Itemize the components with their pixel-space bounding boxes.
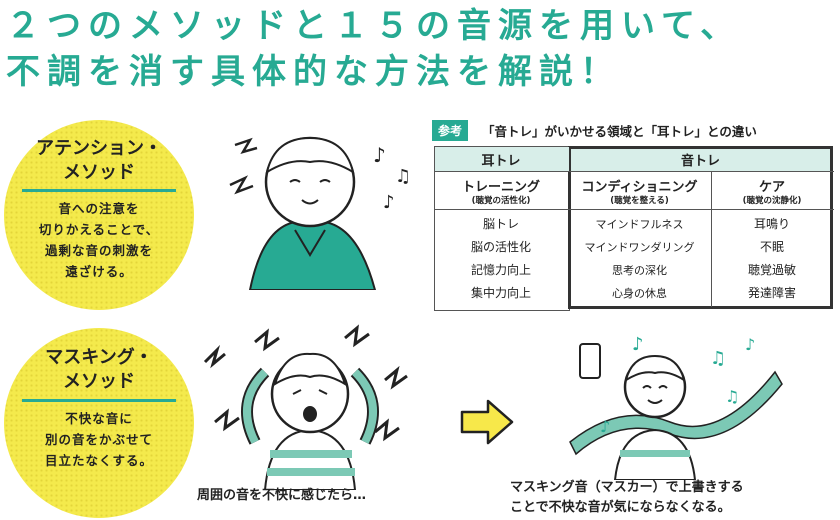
noise-zigzag-icon	[203, 344, 226, 369]
masking-title-line2: メソッド	[63, 371, 135, 392]
noise-zigzag-icon	[229, 175, 254, 195]
caption-masking-line1: マスキング音（マスカー）で上書きする	[510, 480, 744, 495]
music-note-icon: ♪	[632, 334, 644, 355]
music-note-icon: ♫	[725, 387, 739, 406]
reference-caption: 「音トレ」がいかせる領域と「耳トレ」との違い	[482, 124, 757, 139]
headline-line1: ２つのメソッドと１５の音源を用いて、	[6, 6, 742, 46]
table-cell: 思考の深化	[612, 264, 667, 277]
noise-zigzag-icon	[344, 324, 370, 348]
col2-subtitle: (聴覚を整える)	[610, 196, 669, 206]
masking-divider	[22, 399, 176, 402]
person-listening-illustration: ♪ ♫ ♪	[229, 136, 411, 290]
noise-zigzag-icon	[374, 418, 400, 442]
comparison-table: 耳トレ 音トレ トレーニング (聴覚の活性化) コンディショニング (聴覚を整え…	[434, 146, 834, 311]
music-note-icon: ♪	[600, 417, 610, 436]
table-cell: 心身の休息	[612, 287, 667, 300]
noise-zigzag-icon	[234, 137, 258, 155]
attention-title-line1: アテンション・	[36, 138, 162, 159]
music-note-icon: ♪	[383, 192, 395, 213]
reference-badge: 参考	[432, 120, 469, 141]
masking-sound-illustration: ♪ ♫ ♪ ♪ ♫	[569, 334, 783, 480]
attention-desc-line: 遠ざける。	[65, 264, 133, 279]
caption-noise-discomfort: 周囲の音を不快に感じたら…	[197, 488, 367, 503]
attention-title-line2: メソッド	[63, 162, 135, 183]
attention-desc-line: 音への注意を	[58, 201, 140, 216]
table-cell: マインドフルネス	[595, 218, 684, 231]
col1-subtitle: (聴覚の活性化)	[471, 196, 531, 206]
attention-method-circle	[4, 120, 194, 310]
smartphone-icon	[579, 343, 601, 379]
music-note-icon: ♫	[710, 348, 726, 369]
noise-zigzag-icon	[384, 365, 408, 390]
caption-masking-line2: ことで不快な音が気にならなくなる。	[510, 500, 731, 515]
table-cell: 耳鳴り	[753, 217, 790, 231]
right-arrow-icon	[460, 399, 514, 445]
oto-header-bg	[571, 149, 830, 171]
masking-description: 不快な音に 別の音をかぶせて 目立たなくする。	[4, 408, 194, 471]
attention-desc-line: 過剰な音の刺激を	[44, 243, 153, 258]
oto-tore-group	[568, 146, 833, 309]
masking-desc-line: 別の音をかぶせて	[44, 432, 153, 447]
table-cell: 聴覚過敏	[747, 263, 796, 277]
attention-divider	[22, 189, 176, 192]
table-cell: 集中力向上	[470, 286, 531, 300]
masking-desc-line: 目立たなくする。	[44, 453, 153, 468]
music-note-icon: ♪	[373, 143, 386, 167]
noise-zigzag-icon	[254, 328, 280, 352]
noise-zigzag-icon	[214, 408, 240, 432]
column-divider	[711, 171, 712, 307]
attention-description: 音への注意を 切りかえることで、 過剰な音の刺激を 遠ざける。	[4, 198, 194, 282]
table-cell: 不眠	[759, 240, 784, 254]
stressed-person-illustration	[203, 324, 408, 490]
col1-title: トレーニング	[461, 180, 540, 195]
col2-title: コンディショニング	[581, 180, 698, 195]
attention-desc-line: 切りかえることで、	[38, 222, 160, 237]
header-divider	[434, 171, 834, 172]
table-cell: 記憶力向上	[470, 263, 531, 277]
table-cell: マインドワンダリング	[584, 241, 695, 254]
col3-items: 耳鳴り 不眠 聴覚過敏 発達障害	[711, 213, 833, 305]
mimi-header-bg	[435, 147, 569, 171]
subheader-divider	[434, 209, 834, 210]
mimi-tore-header: 耳トレ	[481, 154, 521, 169]
col1-items: 脳トレ 脳の活性化 記憶力向上 集中力向上	[434, 213, 568, 305]
headline-line2: 不調を消す具体的な方法を解説！	[6, 52, 621, 92]
masking-method-circle	[4, 328, 194, 518]
table-cell: 脳の活性化	[470, 240, 531, 254]
masking-title-line1: マスキング・	[45, 347, 153, 368]
col2-items: マインドフルネス マインドワンダリング 思考の深化 心身の休息	[568, 213, 711, 305]
music-note-icon: ♪	[745, 335, 755, 354]
oto-tore-header: 音トレ	[680, 154, 720, 169]
masking-desc-line: 不快な音に	[65, 411, 133, 426]
col3-title: ケア	[758, 180, 785, 195]
col3-subtitle: (聴覚の沈静化)	[742, 196, 802, 206]
table-cell: 脳トレ	[482, 217, 519, 231]
table-cell: 発達障害	[747, 286, 796, 300]
music-note-icon: ♫	[395, 166, 411, 187]
